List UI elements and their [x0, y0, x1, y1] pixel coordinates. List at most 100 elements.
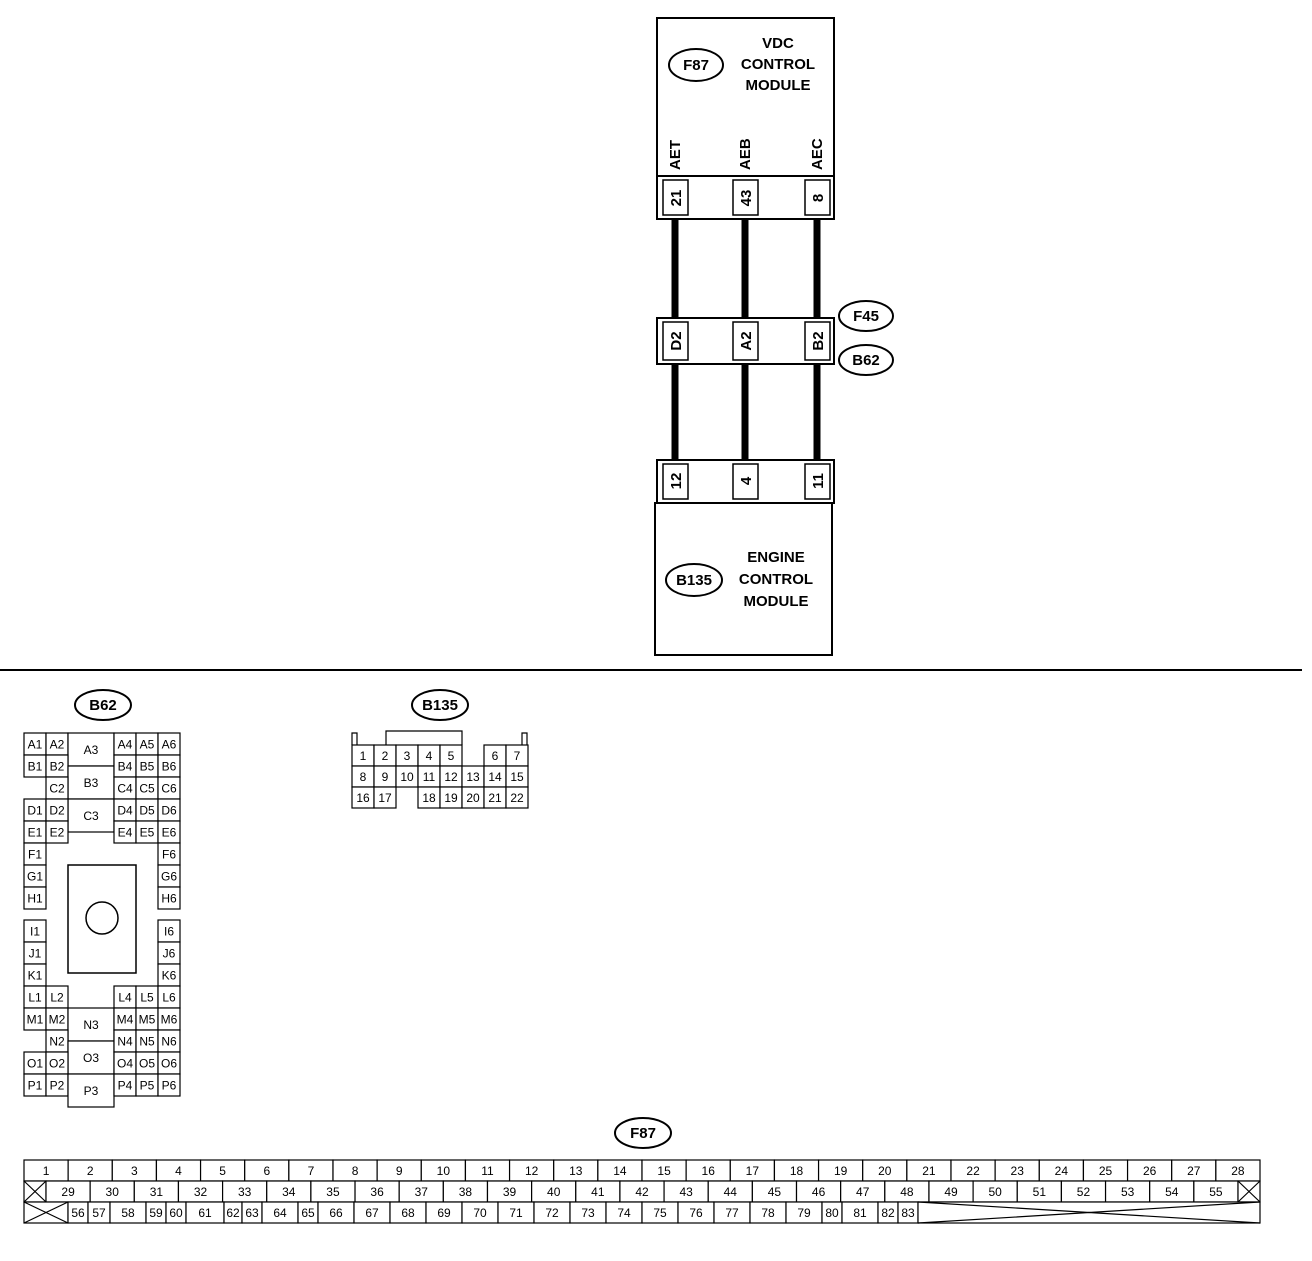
f87-pin-79: 79	[785, 1201, 823, 1224]
b62-pin-h6: H6	[157, 886, 181, 910]
f87-pin-24-text: 24	[1055, 1164, 1069, 1178]
f87-pin-53-text: 53	[1121, 1185, 1135, 1199]
b62-pin-a2-text: A2	[50, 738, 65, 752]
b62-pin-b3-text: B3	[84, 776, 99, 790]
b135-pin-8: 8	[351, 765, 375, 788]
f87-pin-62: 62	[223, 1201, 243, 1224]
b135-pin-19-text: 19	[444, 791, 458, 805]
b135-pin-17: 17	[373, 786, 397, 809]
f87-pin-32-text: 32	[194, 1185, 208, 1199]
f87-pin-13: 13	[553, 1159, 599, 1182]
f87-pin-76-text: 76	[689, 1206, 703, 1220]
b135-pin-13: 13	[461, 765, 485, 788]
b135-pin-5: 5	[439, 744, 463, 767]
f87-pin-63-text: 63	[245, 1206, 259, 1220]
connector-tag-b62-text: B62	[852, 352, 880, 369]
f87-pin-11: 11	[464, 1159, 511, 1182]
b62-pin-g1: G1	[23, 864, 47, 888]
b62-pin-d5-text: D5	[139, 804, 155, 818]
b135-pin-15-text: 15	[510, 770, 524, 784]
f87-pin-11-text: 11	[481, 1164, 494, 1178]
b62-pin-p1: P1	[23, 1073, 47, 1097]
signal-label-aec: AEC	[809, 138, 826, 170]
b135-pin-1-text: 1	[360, 749, 367, 763]
b62-pin-a1: A1	[23, 732, 47, 756]
f87-pin-81: 81	[841, 1201, 879, 1224]
b62-pin-c5: C5	[135, 776, 159, 800]
b62-pin-a2: A2	[45, 732, 69, 756]
f87-pin-27-text: 27	[1187, 1164, 1201, 1178]
b135-pin-11: 11	[417, 765, 441, 788]
f87-pin-13-text: 13	[569, 1164, 583, 1178]
b62-pin-o6-text: O6	[161, 1057, 177, 1071]
b62-pin-c6-text: C6	[161, 782, 177, 796]
b62-pin-m5: M5	[135, 1007, 159, 1031]
f87-pin-40-text: 40	[547, 1185, 561, 1199]
f87-pin-57-text: 57	[92, 1206, 106, 1220]
f87-pin-26: 26	[1126, 1159, 1173, 1182]
b135-pin-15: 15	[505, 765, 529, 788]
f87-pin-50-text: 50	[989, 1185, 1003, 1199]
b62-pin-b1-text: B1	[28, 760, 43, 774]
b62-pin-a6-text: A6	[162, 738, 177, 752]
f87-pin-36: 36	[354, 1180, 400, 1203]
f87-pin-1: 1	[23, 1159, 69, 1182]
b62-pin-b3: B3	[67, 765, 115, 800]
b62-pin-o1: O1	[23, 1051, 47, 1075]
f87-pin-72: 72	[533, 1201, 571, 1224]
b62-pin-b5: B5	[135, 754, 159, 778]
f87-pin-60: 60	[165, 1201, 187, 1224]
b62-pin-p5: P5	[135, 1073, 159, 1097]
f87-pin-81-text: 81	[853, 1206, 867, 1220]
ecm-title-line-2: CONTROL	[739, 571, 813, 588]
f87-pin-66: 66	[317, 1201, 355, 1224]
f87-pin-54-text: 54	[1165, 1185, 1179, 1199]
f87-pin-55-text: 55	[1209, 1185, 1223, 1199]
f87-pin-29-text: 29	[61, 1185, 75, 1199]
f87-pin-28-text: 28	[1231, 1164, 1245, 1178]
b62-pin-c4-text: C4	[117, 782, 133, 796]
b62-pin-p5-text: P5	[140, 1079, 155, 1093]
b62-pin-o3: O3	[67, 1040, 115, 1075]
b135-pin-4-text: 4	[426, 749, 433, 763]
b135-pin-11-text: 11	[423, 770, 436, 784]
f87-pin-10: 10	[420, 1159, 467, 1182]
b62-pin-c6: C6	[157, 776, 181, 800]
f87-pin-35: 35	[310, 1180, 356, 1203]
b62-pin-b2: B2	[45, 754, 69, 778]
f87-pin-78: 78	[749, 1201, 787, 1224]
b62-pin-l2-text: L2	[50, 991, 64, 1005]
connector-face-b62-label: B62	[89, 697, 117, 714]
ecm-pin-4: 4	[738, 476, 755, 485]
b62-pin-l5: L5	[135, 985, 159, 1009]
b135-pin-19: 19	[439, 786, 463, 809]
f87-pin-61-text: 61	[198, 1206, 212, 1220]
f87-pin-83-text: 83	[901, 1206, 915, 1220]
f87-pin-55: 55	[1193, 1180, 1239, 1203]
b62-pin-e6-text: E6	[162, 826, 177, 840]
f87-blank-right-cross	[1237, 1180, 1261, 1203]
vdc-control-module: F87 VDC CONTROL MODULE AET AEB AEC	[656, 17, 835, 177]
b62-pin-c3-text: C3	[83, 809, 99, 823]
vdc-pin-8: 8	[810, 194, 827, 202]
b135-pin-17-text: 17	[378, 791, 392, 805]
f87-pin-19: 19	[817, 1159, 864, 1182]
connector-tag-b135-text: B135	[676, 572, 712, 589]
f87-pin-67: 67	[353, 1201, 391, 1224]
f87-pin-3: 3	[111, 1159, 158, 1182]
b62-pin-a3: A3	[67, 732, 115, 767]
f87-pin-43: 43	[663, 1180, 709, 1203]
vdc-connector-block: 21 43 8	[656, 175, 835, 220]
b62-pin-c4: C4	[113, 776, 137, 800]
b62-pin-m6: M6	[157, 1007, 181, 1031]
f87-pin-16-text: 16	[702, 1164, 716, 1178]
b62-pin-e4-text: E4	[118, 826, 133, 840]
b62-pin-e2-text: E2	[50, 826, 65, 840]
f87-pin-46-text: 46	[812, 1185, 826, 1199]
f87-pin-23: 23	[994, 1159, 1040, 1182]
b62-pin-o6: O6	[157, 1051, 181, 1075]
b135-pin-6: 6	[483, 744, 507, 767]
f87-pin-64-text: 64	[273, 1206, 287, 1220]
b62-pin-b5-text: B5	[140, 760, 155, 774]
f87-pin-52-text: 52	[1077, 1185, 1091, 1199]
